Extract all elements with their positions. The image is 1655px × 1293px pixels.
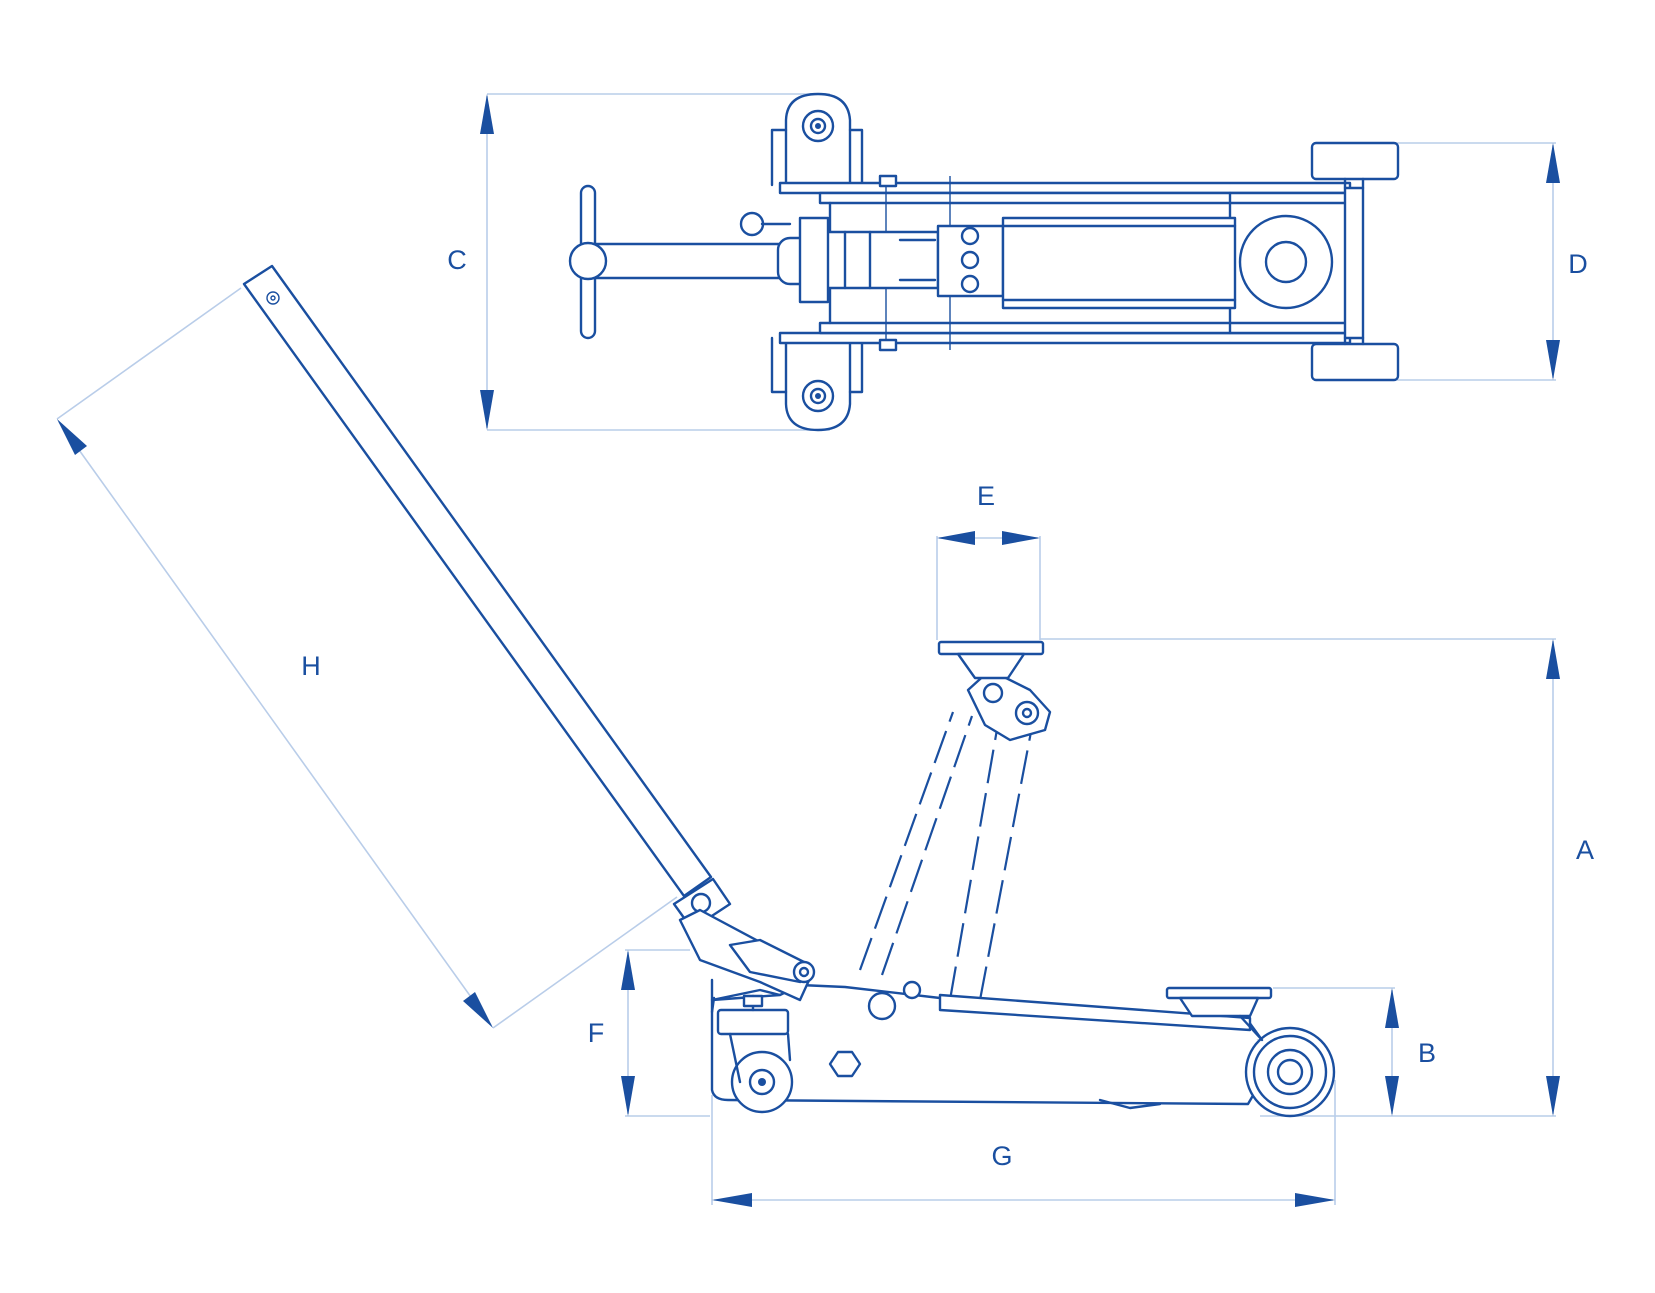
dimension-b-label: B bbox=[1418, 1038, 1436, 1068]
dimension-b-arrow-bottom bbox=[1385, 1076, 1399, 1116]
dimension-a: A bbox=[1040, 638, 1594, 1117]
dimension-e-arrow-left bbox=[937, 531, 975, 545]
side-front-caster bbox=[716, 994, 794, 1114]
dimension-h: H bbox=[56, 287, 678, 1029]
side-pump-linkage bbox=[678, 908, 816, 1002]
dimension-e: E bbox=[936, 481, 1041, 640]
dimension-c-arrow-top bbox=[480, 94, 494, 134]
dimension-d-arrow-bottom bbox=[1546, 340, 1560, 380]
dimension-e-label: E bbox=[977, 481, 995, 511]
dimension-f-arrow-bottom bbox=[621, 1076, 635, 1116]
top-caster-axle-bottom bbox=[815, 393, 821, 399]
dimension-e-arrow-right bbox=[1002, 531, 1040, 545]
dimension-h-label: H bbox=[301, 651, 321, 681]
dimension-h-arrow-top bbox=[57, 419, 87, 455]
side-lift-arm bbox=[858, 668, 1052, 1001]
side-view: H E A B bbox=[56, 264, 1594, 1207]
dimension-c-arrow-bottom bbox=[480, 390, 494, 430]
dimension-g-arrow-right bbox=[1295, 1193, 1335, 1207]
dimension-g: G bbox=[711, 1080, 1336, 1207]
top-saddle bbox=[1238, 214, 1334, 310]
top-caster-brackets bbox=[770, 92, 864, 432]
dimension-c: C bbox=[447, 93, 830, 431]
top-chassis bbox=[778, 174, 1365, 352]
dimension-b-arrow-top bbox=[1385, 988, 1399, 1028]
side-saddle-lowered bbox=[1165, 986, 1273, 1042]
dimension-g-arrow-left bbox=[712, 1193, 752, 1207]
dimension-d-arrow-top bbox=[1546, 143, 1560, 183]
dimension-a-label: A bbox=[1576, 835, 1594, 865]
dimension-c-label: C bbox=[447, 245, 467, 275]
top-handle bbox=[568, 184, 828, 340]
top-caster-axle-top bbox=[815, 123, 821, 129]
dimension-d-label: D bbox=[1568, 249, 1588, 279]
top-view: C D bbox=[447, 92, 1588, 432]
dimension-a-arrow-top bbox=[1546, 639, 1560, 679]
dimension-f-label: F bbox=[588, 1018, 605, 1048]
dimension-d: D bbox=[1390, 142, 1588, 381]
top-cylinder bbox=[1001, 216, 1237, 310]
side-chassis bbox=[710, 980, 1264, 1110]
dimension-b: B bbox=[1273, 987, 1436, 1116]
dimension-g-label: G bbox=[991, 1141, 1012, 1171]
dimension-f-arrow-top bbox=[621, 950, 635, 990]
side-front-caster-axle bbox=[758, 1078, 766, 1086]
side-rear-wheel bbox=[1244, 1026, 1336, 1118]
side-saddle-raised bbox=[937, 640, 1045, 680]
top-rear-wheels bbox=[1310, 141, 1400, 382]
dimension-a-arrow-bottom bbox=[1546, 1076, 1560, 1116]
dimension-h-arrow-bottom bbox=[463, 992, 493, 1028]
dimension-f: F bbox=[588, 949, 710, 1117]
